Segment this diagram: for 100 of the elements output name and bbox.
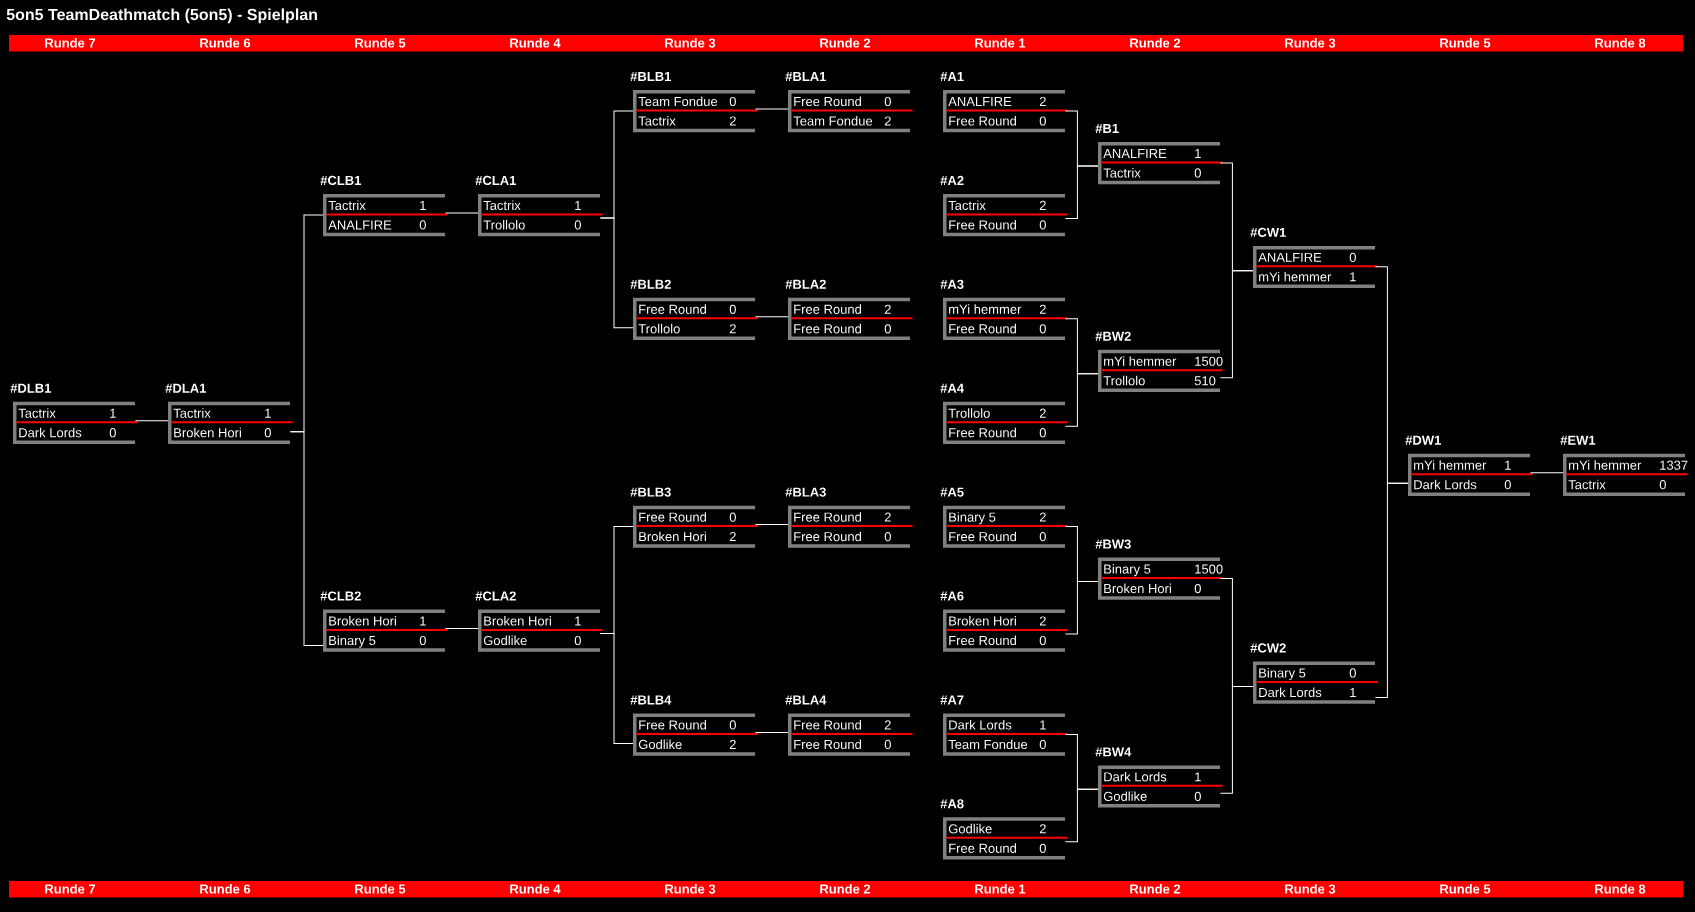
score: 2: [1039, 96, 1046, 106]
score: 1500: [1195, 356, 1223, 366]
match-label: #BLB3: [630, 487, 671, 497]
team-name: Team Fondue: [638, 96, 718, 107]
connector-line: [599, 633, 634, 744]
score: 0: [109, 428, 116, 438]
match-label: #A2: [940, 175, 964, 185]
team-name: Broken Hori: [329, 616, 396, 626]
round-label: Runde 2: [820, 38, 871, 48]
team-name: mYi hemmer: [1104, 356, 1177, 366]
team-name: Free Round: [949, 427, 1016, 438]
match-label: #BLB4: [630, 695, 672, 705]
score: 0: [1039, 324, 1046, 334]
team-name: Free Round: [949, 116, 1016, 126]
round-label: Runde 3: [1285, 884, 1336, 894]
score: 0: [1039, 739, 1046, 749]
team-name: Dark Lords: [1259, 687, 1322, 698]
connector-line: [1374, 482, 1409, 698]
score: 1: [420, 616, 426, 626]
round-label: Runde 6: [200, 38, 251, 48]
score: 2: [1039, 304, 1046, 314]
score: 1: [575, 616, 581, 626]
match-label: #BW4: [1095, 747, 1132, 757]
score: 0: [1194, 791, 1201, 801]
match-label: #A4: [940, 383, 964, 393]
team-name: mYi hemmer: [1569, 460, 1642, 470]
team-name: Dark Lords: [949, 719, 1012, 730]
round-label: Runde 8: [1595, 38, 1646, 48]
match-label: #DLB1: [10, 383, 51, 393]
match-label: #CLB2: [320, 591, 361, 601]
team-name: Free Round: [794, 96, 861, 107]
connector-line: [1219, 685, 1254, 794]
connector-line: [754, 316, 789, 318]
match-label: #BLB1: [630, 72, 671, 81]
match-label: #BW3: [1095, 539, 1131, 549]
team-name: Dark Lords: [19, 427, 82, 438]
score: 1500: [1195, 564, 1223, 574]
connector-line: [1064, 373, 1099, 427]
round-label: Runde 4: [510, 884, 561, 894]
score: 2: [729, 532, 736, 542]
score: 0: [884, 739, 891, 749]
score: 2: [1039, 512, 1046, 522]
score: 0: [729, 720, 736, 730]
score: 0: [1349, 668, 1356, 678]
match-label: #B1: [1095, 124, 1119, 133]
round-label: Runde 2: [1130, 38, 1181, 48]
match-label: #CW2: [1250, 643, 1286, 653]
match-label: #EW1: [1560, 435, 1596, 445]
team-name: ANALFIRE: [1258, 252, 1322, 262]
team-name: Trollolo: [948, 408, 990, 418]
score: 0: [1039, 843, 1046, 853]
round-label: Runde 6: [200, 884, 251, 894]
team-name: Free Round: [949, 219, 1016, 230]
match-label: #A5: [940, 487, 964, 497]
team-name: ANALFIRE: [948, 97, 1012, 106]
score: 2: [1039, 408, 1046, 418]
team-name: Tactrix: [1568, 479, 1606, 490]
team-name: ANALFIRE: [328, 220, 392, 230]
score: 1: [420, 200, 426, 210]
score: 1: [1350, 688, 1356, 697]
score: 0: [264, 428, 271, 438]
round-label: Runde 5: [1440, 38, 1491, 48]
score: 0: [729, 304, 736, 314]
team-name: Trollolo: [483, 219, 525, 230]
connector-line: [599, 217, 634, 329]
score: 0: [1659, 480, 1666, 490]
score: 0: [729, 96, 736, 107]
team-name: Free Round: [949, 323, 1016, 334]
team-name: Free Round: [794, 512, 861, 522]
match-label: #CLA2: [475, 591, 516, 601]
connector-line: [1219, 270, 1254, 379]
match-label: #BW2: [1095, 331, 1131, 341]
connector-line: [754, 524, 789, 526]
team-name: Free Round: [949, 843, 1016, 853]
round-label: Runde 1: [975, 884, 1026, 894]
match-label: #CW1: [1250, 227, 1286, 237]
score: 1: [1505, 460, 1511, 470]
round-label: Runde 4: [510, 38, 561, 48]
score: 0: [1194, 583, 1201, 594]
score: 2: [1039, 200, 1046, 210]
round-label: Runde 3: [1285, 38, 1336, 48]
match-label: #A1: [940, 72, 964, 81]
score: 2: [884, 720, 891, 730]
score: 0: [419, 220, 426, 230]
score: 0: [574, 635, 581, 646]
match-label: #A7: [940, 695, 964, 705]
team-name: Broken Hori: [639, 531, 706, 542]
score: 1: [1040, 720, 1046, 730]
team-name: Broken Hori: [484, 616, 551, 626]
score: 0: [1039, 532, 1046, 542]
score: 2: [884, 512, 891, 522]
team-name: Tactrix: [1103, 168, 1141, 178]
round-label: Runde 3: [665, 884, 716, 894]
team-name: Free Round: [949, 531, 1016, 542]
title: 5on5 TeamDeathmatch (5on5) - Spielplan: [6, 8, 317, 24]
match-label: #DLA1: [165, 383, 206, 393]
match-label: #A6: [940, 591, 964, 601]
score: 2: [729, 739, 736, 749]
round-label: Runde 7: [45, 884, 96, 894]
team-name: Binary 5: [1104, 564, 1151, 577]
